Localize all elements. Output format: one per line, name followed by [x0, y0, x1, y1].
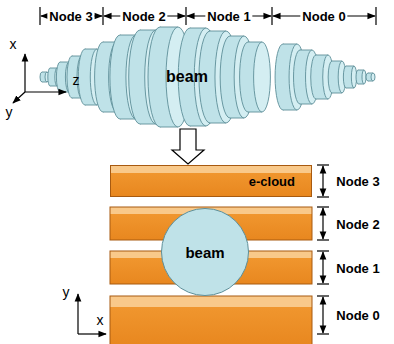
dimension-label: Node 1	[336, 262, 379, 275]
dimension-label: Node 2	[120, 9, 167, 24]
dimension-label: Node 2	[336, 218, 379, 231]
beam-bunch: beam	[38, 26, 378, 128]
axes-3d	[13, 54, 66, 103]
block-arrow	[172, 129, 204, 164]
axis-label: y	[6, 105, 13, 119]
beam-cross-section: beam	[161, 208, 249, 296]
e-cloud-slab: e-cloud	[110, 165, 312, 197]
beam-disk	[343, 66, 356, 88]
dimension-bracket	[40, 7, 376, 25]
axis-label: x	[97, 313, 104, 327]
beam-disk	[366, 73, 375, 81]
beam-disks	[40, 27, 375, 127]
dimension-label: Node 0	[300, 9, 347, 24]
node-label: beam	[166, 68, 208, 86]
axis-label: y	[63, 285, 70, 299]
node-label: beam	[185, 244, 224, 261]
axis-label: x	[10, 37, 17, 51]
axes-2d	[78, 294, 106, 334]
beam-disk	[240, 42, 271, 112]
axis-label: z	[73, 73, 80, 87]
dimension-label: Node 1	[205, 9, 252, 24]
dimension-label: Node 3	[47, 9, 94, 24]
dimension-bracket	[317, 165, 329, 334]
e-cloud-slab	[110, 207, 312, 344]
dimension-label: Node 0	[336, 309, 379, 322]
node-label: e-cloud	[249, 174, 295, 189]
dimension-label: Node 3	[336, 175, 379, 188]
beam-disk	[356, 70, 366, 84]
